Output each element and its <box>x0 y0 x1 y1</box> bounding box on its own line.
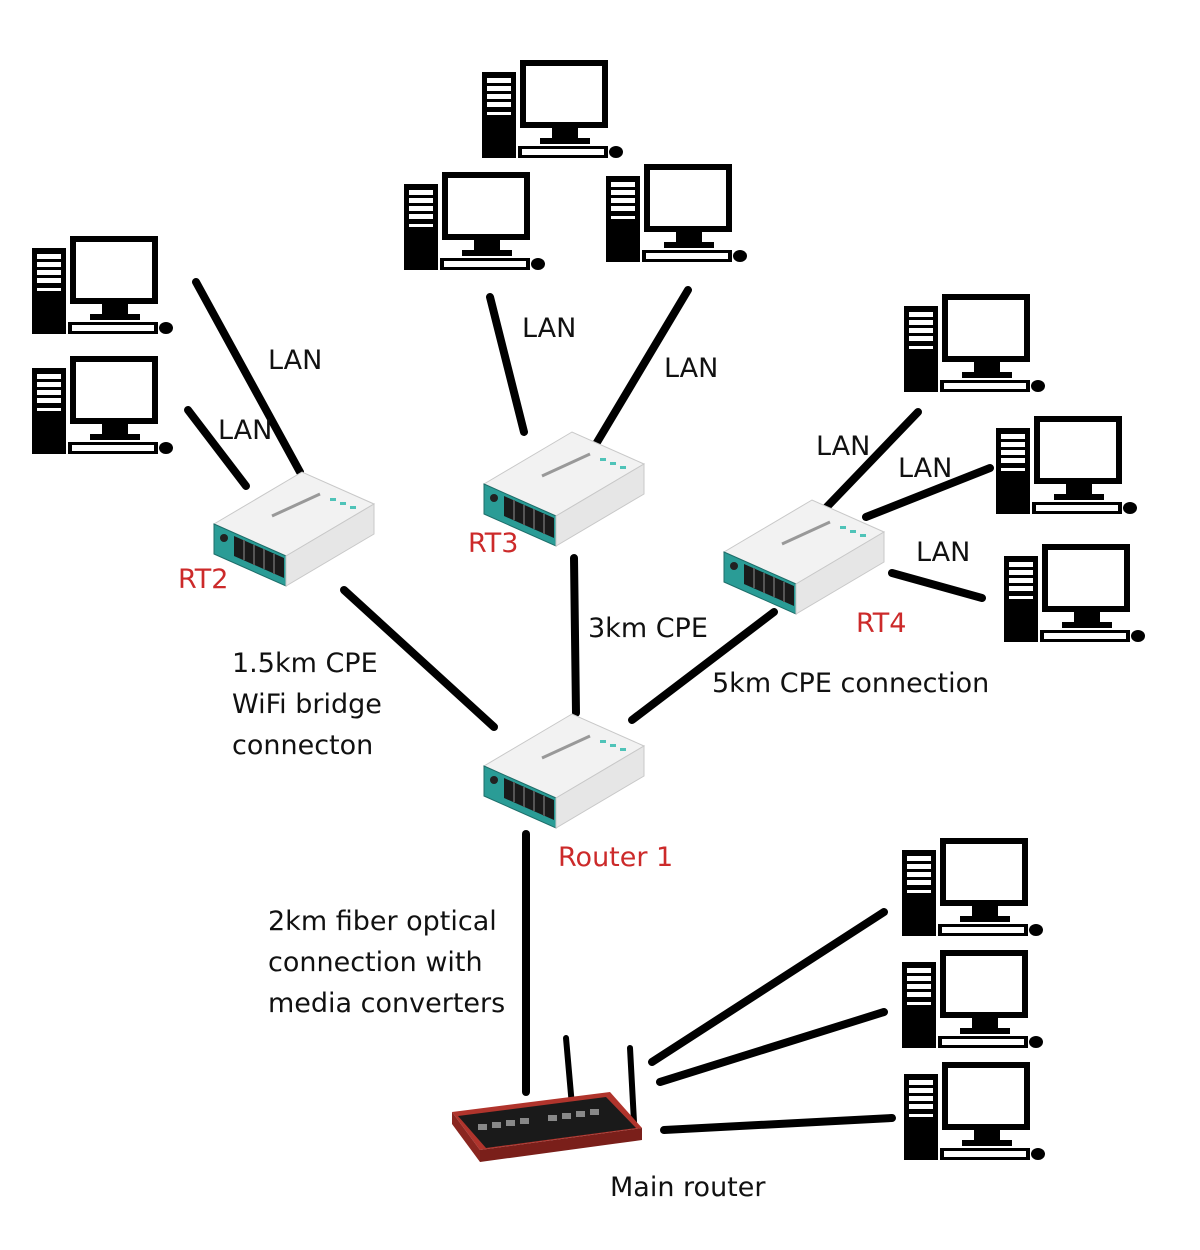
lan-label: LAN <box>816 431 871 462</box>
lan-label: LAN <box>916 537 971 568</box>
rt2-link-label-line: connecton <box>232 730 374 761</box>
router-icon <box>722 498 886 616</box>
lan-link-rt2-pc2 <box>184 406 250 490</box>
main-router-icon <box>452 1035 642 1162</box>
desktop-computer-icon <box>32 356 173 454</box>
router-icon <box>482 712 646 830</box>
desktop-computer-icon <box>902 838 1043 936</box>
desktop-computer-icon <box>404 172 545 270</box>
lan-link-main-pc2 <box>656 1008 888 1086</box>
router-icon <box>212 470 376 588</box>
lan-label: LAN <box>522 313 577 344</box>
desktop-computer-icon <box>902 950 1043 1048</box>
desktop-computer-icon <box>482 60 623 158</box>
rt2-link-label: 1.5km CPE WiFi bridge connecton <box>232 643 382 766</box>
router-label-router1: Router 1 <box>558 842 674 873</box>
lan-label: LAN <box>268 345 323 376</box>
lan-link-rt4-pc2 <box>862 464 994 521</box>
lan-link-rt4-pc1 <box>818 408 922 516</box>
lan-link-main-pc3 <box>660 1114 896 1134</box>
rt3-link-label: 3km CPE <box>588 613 708 644</box>
router-label-rt4: RT4 <box>856 608 907 639</box>
cpe-link-rt3-router1 <box>570 554 580 717</box>
rt2-link-label-line: WiFi bridge <box>232 689 382 720</box>
lan-link-rt3-pc1 <box>486 293 528 436</box>
cpe-link-rt2-router1 <box>340 586 498 731</box>
lan-label: LAN <box>664 353 719 384</box>
rt4-link-label: 5km CPE connection <box>712 668 990 699</box>
router-label-rt3: RT3 <box>468 528 519 559</box>
router-label-rt2: RT2 <box>178 564 229 595</box>
rt2-link-label-line: 1.5km CPE <box>232 648 378 679</box>
lan-link-rt4-pc3 <box>888 569 986 602</box>
lan-label: LAN <box>898 453 953 484</box>
cpe-link-rt4-router1 <box>628 608 778 724</box>
fiber-link-label-line: 2km fiber optical <box>268 906 497 937</box>
fiber-link-label-line: media converters <box>268 988 506 1019</box>
desktop-computer-icon <box>904 1062 1045 1160</box>
lan-link-rt3-pc2 <box>592 286 692 448</box>
lan-link-main-pc1 <box>648 908 888 1066</box>
desktop-computer-icon <box>606 164 747 262</box>
main-router-label: Main router <box>610 1172 766 1203</box>
lan-link-rt2-pc1 <box>192 278 304 476</box>
fiber-link-label: 2km fiber optical connection with media … <box>268 901 505 1024</box>
desktop-computer-icon <box>1004 544 1145 642</box>
desktop-computer-icon <box>904 294 1045 392</box>
fiber-link-label-line: connection with <box>268 947 483 978</box>
desktop-computer-icon <box>32 236 173 334</box>
desktop-computer-icon <box>996 416 1137 514</box>
lan-label: LAN <box>218 415 273 446</box>
